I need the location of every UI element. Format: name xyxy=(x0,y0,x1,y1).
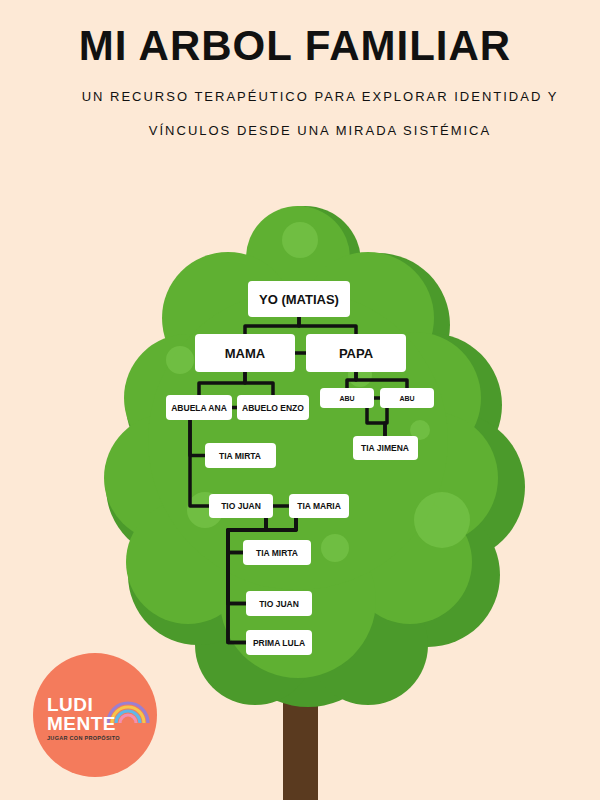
rainbow-arc xyxy=(108,703,148,723)
logo-circle xyxy=(33,653,157,777)
person-name: ABUELO ENZO xyxy=(242,403,304,413)
family-connector xyxy=(299,317,356,334)
family-connector xyxy=(228,518,296,643)
family-connector xyxy=(367,408,385,436)
family-connector xyxy=(228,518,266,643)
person-name: TIO JUAN xyxy=(259,599,299,609)
family-connector xyxy=(273,504,289,508)
person-box: TIA JIMENA xyxy=(353,436,418,460)
person-name: MAMA xyxy=(225,346,265,361)
person-name: PRIMA LULA xyxy=(253,638,305,648)
person-name: TIA MARIA xyxy=(297,501,341,511)
person-box: ABUELA ANA xyxy=(166,395,232,420)
family-connector xyxy=(245,317,299,334)
person-name: ABUELA ANA xyxy=(171,403,227,413)
canopy xyxy=(104,206,498,678)
person-name: ABU xyxy=(339,395,354,402)
person-box: TIO JUAN xyxy=(246,591,312,616)
family-connector xyxy=(190,420,205,456)
rainbow-arc xyxy=(116,711,140,723)
person-name: TIA MIRTA xyxy=(219,451,261,461)
logo-badge: LUDI MENTE JUGAR CON PROPÓSITO xyxy=(33,653,157,777)
brand-name: LUDI MENTE xyxy=(47,695,113,733)
person-box: PRIMA LULA xyxy=(246,630,312,655)
person-box: TIA MIRTA xyxy=(243,540,311,565)
brand-tagline: JUGAR CON PROPÓSITO xyxy=(47,735,157,741)
rainbow-arc xyxy=(120,715,136,723)
person-name: ABU xyxy=(399,395,414,402)
person-box: YO (MATIAS) xyxy=(248,281,350,317)
person-box: PAPA xyxy=(306,334,406,372)
rainbow-arc xyxy=(112,707,144,723)
person-box: ABU xyxy=(320,388,374,408)
person-name: TIO JUAN xyxy=(221,501,261,511)
person-name: YO (MATIAS) xyxy=(259,292,339,307)
person-box: TIO JUAN xyxy=(209,494,273,518)
family-connector xyxy=(199,372,245,395)
person-name: PAPA xyxy=(339,346,373,361)
logo-text: LUDI MENTE JUGAR CON PROPÓSITO xyxy=(33,653,157,741)
family-connector xyxy=(245,372,273,395)
person-box: MAMA xyxy=(195,334,295,372)
family-connector xyxy=(356,372,407,388)
family-connector xyxy=(385,408,387,436)
person-name: TIA JIMENA xyxy=(361,443,409,453)
person-box: ABUELO ENZO xyxy=(237,395,309,420)
canopy-shadow xyxy=(106,206,525,707)
family-connector xyxy=(295,351,306,355)
person-box: ABU xyxy=(380,388,434,408)
person-box: TIA MARIA xyxy=(289,494,349,518)
title: MI ARBOL FAMILIAR xyxy=(50,22,540,70)
canopy-highlights xyxy=(166,222,470,562)
person-box: TIA MIRTA xyxy=(205,443,276,468)
person-name: TIA MIRTA xyxy=(256,548,298,558)
subtitle: UN RECURSO TERAPÉUTICO PARA EXPLORAR IDE… xyxy=(80,80,560,148)
